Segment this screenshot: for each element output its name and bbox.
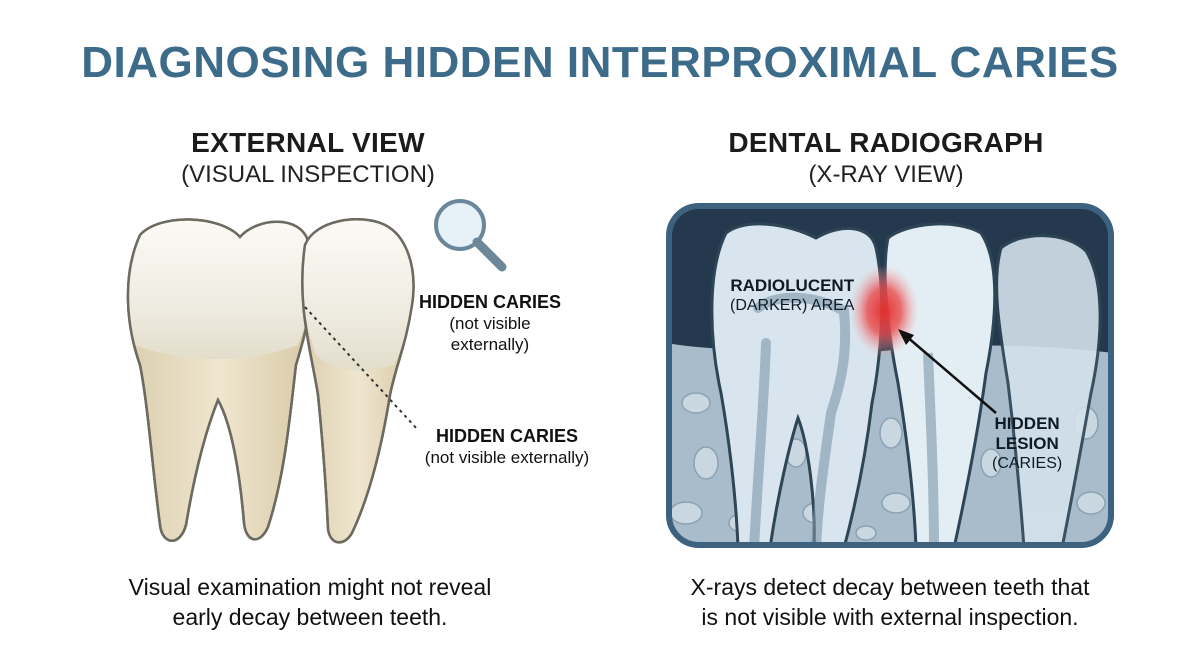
callout-2-title: HIDDEN CARIES: [435, 426, 578, 446]
external-view-header: EXTERNAL VIEW (VISUAL INSPECTION): [58, 126, 558, 190]
callout-1-line2: externally): [450, 335, 530, 354]
callout-1-line1: (not visible: [449, 314, 531, 333]
xray-tooth-3: [995, 234, 1102, 545]
xray-illustration: [666, 203, 1114, 548]
external-caption-line1: Visual examination might not reveal: [128, 574, 492, 600]
external-view-title: EXTERNAL VIEW: [191, 127, 425, 158]
external-view-caption: Visual examination might not reveal earl…: [50, 572, 570, 632]
radiograph-caption-line1: X-rays detect decay between teeth that: [690, 574, 1090, 600]
callout-1-title: HIDDEN CARIES: [418, 292, 561, 312]
radiograph-caption-line2: is not visible with external inspection.: [701, 604, 1079, 630]
radiograph-title: DENTAL RADIOGRAPH: [728, 127, 1044, 158]
lesion-line1: HIDDEN: [994, 414, 1060, 433]
external-view-subtitle: (VISUAL INSPECTION): [181, 161, 435, 188]
radiograph-header: DENTAL RADIOGRAPH (X-RAY VIEW): [636, 126, 1136, 190]
lesion-line2: LESION: [995, 434, 1059, 453]
premolar-tooth: [301, 218, 415, 544]
external-caption-line2: early decay between teeth.: [172, 604, 448, 630]
molar-tooth: [126, 218, 314, 542]
magnifying-glass-icon: [434, 199, 507, 272]
radiograph-caption: X-rays detect decay between teeth that i…: [630, 572, 1150, 632]
callout-2-line1: (not visible externally): [424, 448, 590, 467]
caries-lesion-mark: [850, 265, 918, 357]
xray-frame: [666, 203, 1114, 548]
radiolucent-line1: RADIOLUCENT: [730, 276, 855, 295]
radiolucent-line2: (DARKER) AREA: [730, 297, 855, 314]
external-teeth-illustration: [126, 199, 507, 544]
radiolucent-label: RADIOLUCENT (DARKER) AREA: [730, 276, 854, 316]
page-title: DIAGNOSING HIDDEN INTERPROXIMAL CARIES: [81, 38, 1119, 87]
lesion-arrow: [905, 335, 997, 414]
hidden-lesion-label: HIDDEN LESION (CARIES): [992, 414, 1062, 474]
lesion-line3: (CARIES): [992, 455, 1063, 472]
hidden-caries-callout-1: HIDDEN CARIES (not visible externally): [410, 292, 570, 355]
radiograph-subtitle: (X-RAY VIEW): [808, 161, 964, 188]
hidden-caries-callout-2: HIDDEN CARIES (not visible externally): [402, 426, 612, 468]
